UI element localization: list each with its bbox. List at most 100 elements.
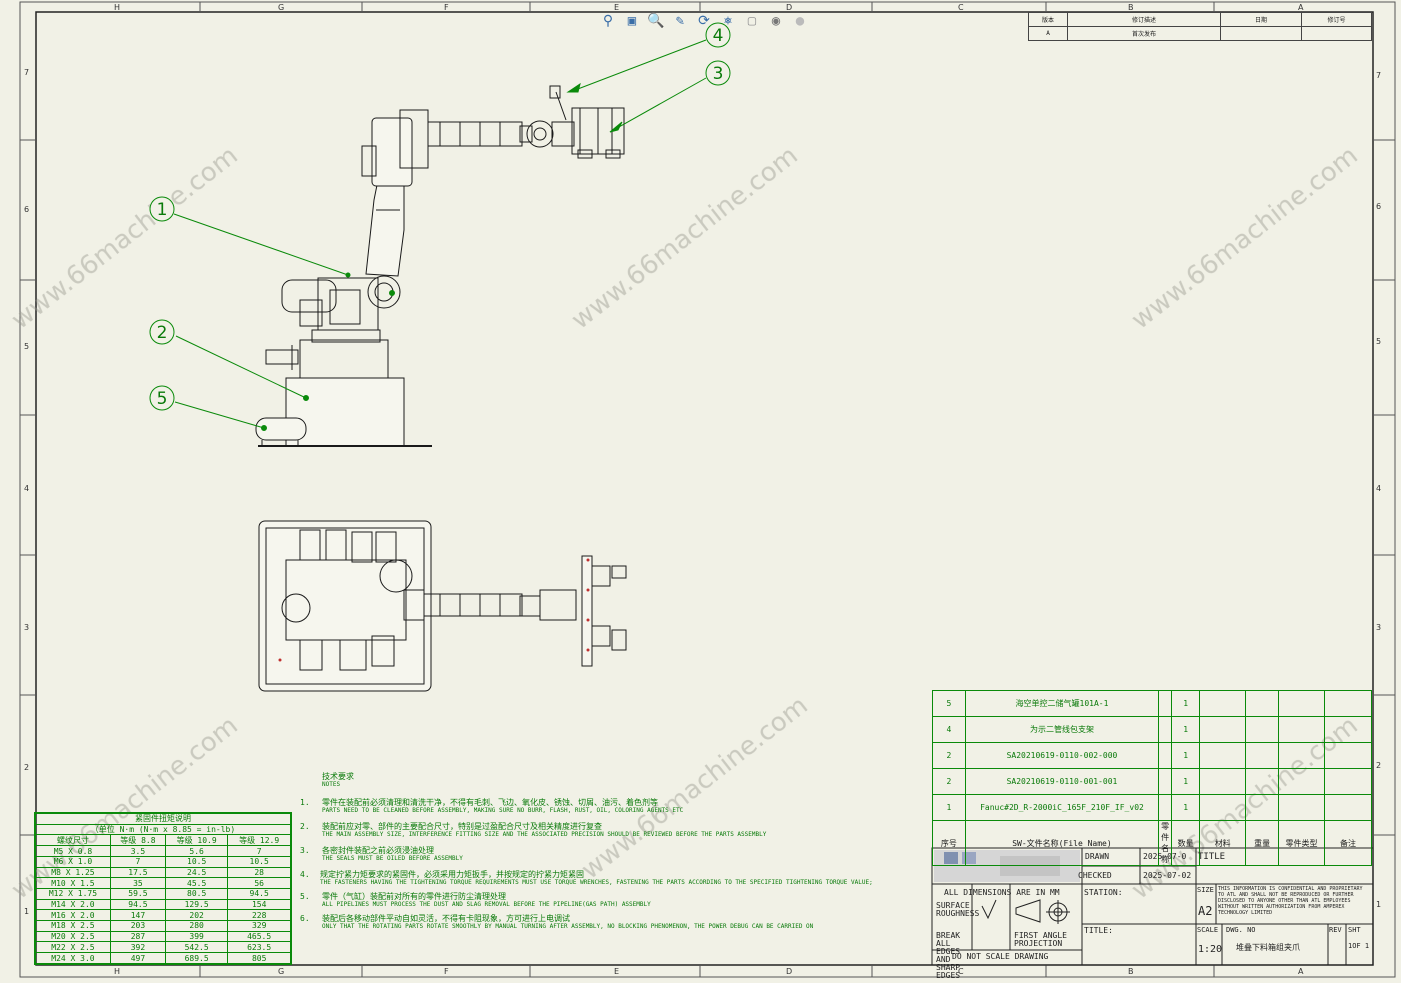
- balloon-labels: 1 2 3 4 5: [157, 26, 724, 409]
- dwg-no-label: DWG. NO: [1226, 926, 1256, 934]
- bom-cell: [1245, 794, 1279, 821]
- bom-cell: SA20210619-0110-002-000: [964, 742, 1160, 769]
- rev-cell: [1301, 26, 1372, 41]
- hide-show-icon[interactable]: ◉: [771, 13, 781, 29]
- bom-cell: 1: [1171, 742, 1201, 769]
- title-label: TITLE: [1198, 852, 1226, 862]
- surface-roughness-label: SURFACE ROUGHNESS: [936, 901, 980, 918]
- bom-cell: [1199, 768, 1247, 795]
- rotate-icon[interactable]: ⟳: [698, 13, 710, 29]
- balloon-1: [149, 196, 175, 222]
- torque-cell: 17.5: [109, 866, 166, 879]
- svg-text:H: H: [114, 3, 120, 12]
- bom-cell: 为示二管线包支架: [964, 716, 1160, 743]
- torque-cell: 805: [227, 952, 292, 965]
- watermark-text: www.66machine.com: [1126, 141, 1364, 336]
- bom-header: 重量: [1245, 820, 1279, 866]
- appearance-icon[interactable]: ●: [795, 13, 805, 29]
- svg-text:B: B: [1128, 3, 1134, 12]
- balloon-4: [705, 22, 731, 48]
- bom-cell: 1: [1171, 690, 1201, 717]
- balloon-4-label: 4: [713, 26, 724, 46]
- balloon-5-label: 5: [157, 389, 168, 409]
- torque-cell: 497: [109, 952, 166, 965]
- torque-header: 螺纹尺寸: [34, 834, 111, 847]
- balloon-3-label: 3: [713, 64, 724, 84]
- torque-cell: 203: [109, 920, 166, 932]
- bom-header: SW-文件名称(File Name): [964, 820, 1160, 866]
- svg-text:4: 4: [1376, 484, 1381, 493]
- display-style-icon[interactable]: ▢: [747, 13, 757, 29]
- view-orient-icon[interactable]: ⎈: [723, 13, 733, 29]
- bom-cell: 1: [1171, 794, 1201, 821]
- torque-cell: 10.5: [227, 855, 292, 868]
- torque-cell: 147: [109, 909, 166, 922]
- zoom-fit-icon[interactable]: ⚲: [602, 13, 614, 29]
- torque-header: 等级 8.8: [109, 834, 166, 847]
- bom-cell: [1158, 716, 1173, 743]
- bom-header: 序号: [932, 820, 966, 866]
- bom-header: 材料: [1199, 820, 1247, 866]
- first-angle-label: FIRST ANGLE PROJECTION: [1014, 931, 1067, 948]
- size-label: SIZE: [1197, 886, 1214, 894]
- torque-cell: 80.5: [164, 887, 229, 900]
- notes-title: 技术要求: [322, 772, 354, 781]
- pan-icon[interactable]: ✎: [675, 13, 685, 29]
- torque-cell: 28: [227, 866, 292, 879]
- rev-cell: 首次发布: [1067, 26, 1221, 41]
- balloon-2: [149, 319, 175, 345]
- revision-table: 版本 修订描述 日期 修订号 A 首次发布: [1028, 12, 1372, 41]
- view-toolbar: ⚲ ▣ 🔍 ✎ ⟳ ⎈ ▢ ◉ ●: [598, 10, 810, 32]
- svg-text:A: A: [1298, 3, 1304, 12]
- torque-cell: M16 X 2.0: [34, 909, 111, 922]
- svg-text:E: E: [614, 3, 619, 12]
- bom-cell: [1277, 794, 1325, 821]
- bom-cell: [1158, 690, 1173, 717]
- bom-cell: 5: [932, 690, 966, 717]
- note-item: 1.零件在装配前必须清理和清洗干净，不得有毛刺、飞边、氧化皮、锈蚀、切屑、油污、…: [300, 798, 684, 814]
- torque-cell: 10.5: [164, 855, 229, 868]
- torque-header: 等级 12.9: [227, 834, 292, 847]
- torque-cell: M8 X 1.25: [34, 866, 111, 879]
- rev-cell: [1220, 26, 1302, 41]
- zoom-area-icon[interactable]: ▣: [627, 13, 637, 29]
- balloon-5: [149, 385, 175, 411]
- bom-cell: [1323, 742, 1373, 769]
- technical-notes: 技术要求 NOTES 1.零件在装配前必须清理和清洗干净，不得有毛刺、飞边、氧化…: [300, 772, 920, 934]
- balloon-2-label: 2: [157, 323, 168, 343]
- dwg-no-value: 堆叠下料箱组夹爪: [1236, 943, 1300, 952]
- svg-text:3: 3: [1376, 623, 1381, 632]
- bom-cell: 1: [1171, 716, 1201, 743]
- torque-cell: 399: [164, 930, 229, 943]
- torque-cell: M18 X 2.5: [34, 920, 111, 932]
- svg-text:2: 2: [24, 763, 29, 772]
- svg-text:6: 6: [1376, 202, 1381, 211]
- svg-text:C: C: [958, 3, 964, 12]
- drawn-date: 2025-07-0: [1143, 852, 1187, 861]
- zoom-in-icon[interactable]: 🔍: [647, 13, 665, 29]
- torque-cell: M5 X 0.8: [34, 845, 111, 857]
- bom-header-row: 序号 SW-文件名称(File Name) 零件名称 数量 材料 重量 零件类型…: [932, 820, 1373, 866]
- notes-title-en: NOTES: [322, 781, 341, 788]
- torque-cell: 24.5: [164, 866, 229, 879]
- torque-cell: 35: [109, 877, 166, 889]
- torque-cell: 7: [227, 845, 292, 857]
- robot-side-view: [255, 85, 625, 447]
- bom-cell: [1245, 768, 1279, 795]
- inner-border: [35, 11, 1374, 966]
- torque-cell: 202: [164, 909, 229, 922]
- bom-cell: [1277, 716, 1325, 743]
- torque-cell: 280: [164, 920, 229, 932]
- bom-header: 备注: [1323, 820, 1373, 866]
- bom-cell: [1199, 794, 1247, 821]
